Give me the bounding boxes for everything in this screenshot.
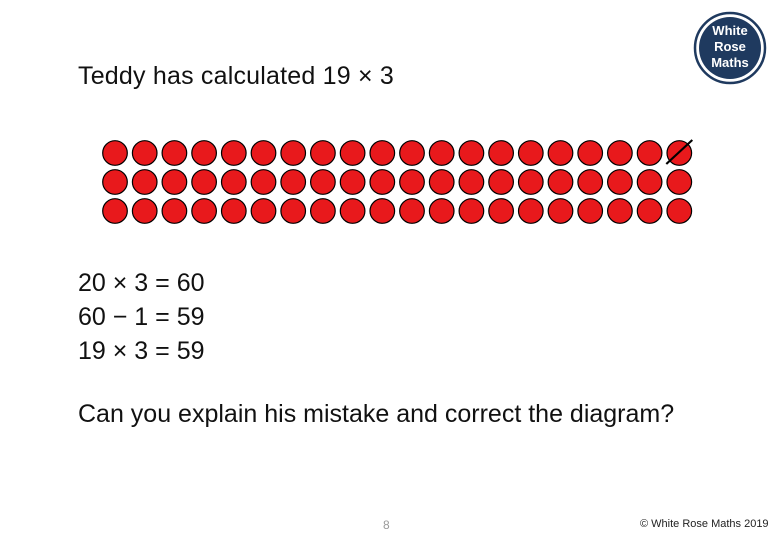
equation-line: 60 − 1 = 59 [78, 303, 205, 331]
counter [607, 169, 633, 195]
counter [369, 169, 396, 195]
counter [309, 169, 336, 195]
counter [577, 198, 604, 224]
counter [280, 140, 307, 166]
working-out: 20 × 3 = 60 60 − 1 = 59 19 × 3 = 59 [78, 266, 205, 368]
counter [339, 140, 366, 166]
cross-out-mark [665, 139, 694, 165]
counter [517, 198, 544, 224]
counter [131, 198, 158, 224]
copyright-notice: © White Rose Maths 2019 [640, 518, 769, 530]
counter [517, 169, 544, 195]
counter [191, 169, 217, 195]
counter [428, 140, 455, 166]
counter [161, 169, 188, 195]
counter [428, 169, 455, 195]
counter [607, 198, 633, 224]
counter [339, 198, 366, 224]
counter [369, 140, 396, 166]
counter [636, 169, 663, 195]
counter [399, 169, 425, 195]
logo-line-1: White [712, 23, 747, 38]
counter [577, 169, 604, 195]
counter [636, 198, 663, 224]
counter [547, 140, 574, 166]
counter [131, 169, 158, 195]
counter [666, 198, 693, 224]
page-number: 8 [383, 518, 390, 532]
counter [102, 140, 128, 166]
counter [309, 140, 336, 166]
counter [191, 198, 217, 224]
counter [339, 169, 366, 195]
counter [161, 140, 188, 166]
counter [161, 198, 188, 224]
white-rose-maths-logo: White Rose Maths [693, 11, 767, 85]
counter [250, 198, 277, 224]
counter [636, 140, 663, 166]
counter [458, 140, 485, 166]
question-title: Teddy has calculated 19 × 3 [78, 62, 395, 90]
counter [607, 140, 633, 166]
counter [488, 169, 515, 195]
counter [309, 198, 336, 224]
counter [250, 169, 277, 195]
counter [102, 169, 128, 195]
counter [399, 140, 425, 166]
counter [220, 198, 247, 224]
logo-line-3: Maths [711, 55, 749, 70]
counter [369, 198, 396, 224]
counter [458, 169, 485, 195]
question-prompt: Can you explain his mistake and correct … [78, 400, 675, 428]
counter [666, 169, 693, 195]
counter [488, 198, 515, 224]
counter [102, 198, 128, 224]
equation-line: 20 × 3 = 60 [78, 269, 205, 297]
counter [280, 169, 307, 195]
counter [250, 140, 277, 166]
counter [547, 169, 574, 195]
logo-line-2: Rose [714, 39, 746, 54]
counter [577, 140, 604, 166]
counter [488, 140, 515, 166]
counter [191, 140, 217, 166]
counter [220, 169, 247, 195]
equation-line: 19 × 3 = 59 [78, 337, 205, 365]
counter [280, 198, 307, 224]
counter [399, 198, 425, 224]
counter [220, 140, 247, 166]
counter [131, 140, 158, 166]
counter [428, 198, 455, 224]
counter [458, 198, 485, 224]
counter-array [102, 139, 694, 224]
counter [517, 140, 544, 166]
counter [547, 198, 574, 224]
